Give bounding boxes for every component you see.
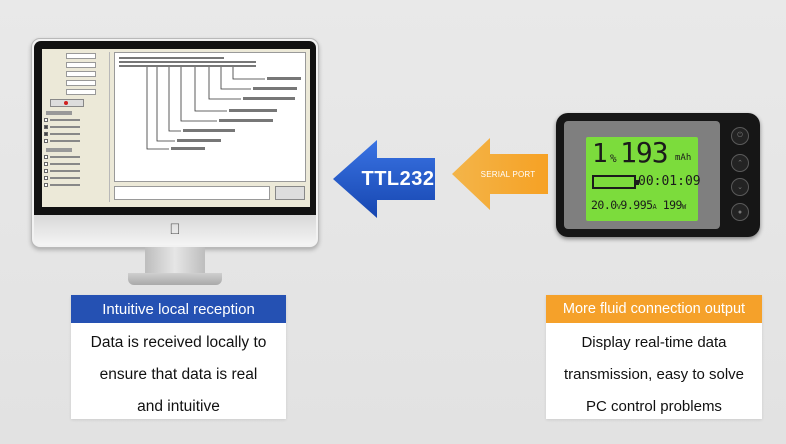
- software-settings-panel: [44, 52, 110, 202]
- power-icon[interactable]: ⏻: [731, 127, 749, 145]
- protocol-annotation-lines: [146, 67, 301, 150]
- percent-unit: %: [610, 152, 617, 165]
- settings-checkbox: [44, 124, 109, 130]
- local-reception-line: ensure that data is real: [99, 366, 258, 383]
- current-value: 9.995: [620, 198, 653, 212]
- battery-monitor-device: 1 % 193 mAh 00:01:09 20.0V9.995A 199W ⏻ …: [556, 113, 760, 237]
- voltage-value: 20.0: [591, 198, 617, 212]
- monitor-illustration: : [31, 38, 319, 248]
- settings-checkbox: [44, 138, 109, 144]
- electrical-readings: 20.0V9.995A 199W: [591, 198, 686, 212]
- connection-output-line: transmission, easy to solve: [563, 366, 745, 383]
- hex-data-line: [119, 61, 256, 63]
- local-reception-line: and intuitive: [137, 398, 220, 415]
- settings-checkbox: [44, 161, 109, 167]
- current-unit: A: [652, 203, 657, 211]
- settings-row: [44, 79, 109, 86]
- local-reception-card: Intuitive local reception Data is receiv…: [71, 295, 286, 419]
- capacity-value: 193: [620, 136, 669, 169]
- software-send-input: [114, 186, 270, 200]
- settings-checkbox: [44, 117, 109, 123]
- settings-checkbox: [44, 131, 109, 137]
- voltage-unit: V: [616, 203, 621, 211]
- local-reception-line: Data is received locally to: [90, 334, 267, 351]
- percent-value: 1: [592, 139, 608, 169]
- serial-port-arrow: SERIAL PORT: [452, 138, 548, 210]
- settings-checkbox: [44, 175, 109, 181]
- connection-output-title: More fluid connection output: [546, 295, 762, 323]
- monitor-stand: [145, 247, 205, 275]
- ttl232-label: TTL232: [361, 167, 435, 190]
- settings-row: [44, 88, 109, 95]
- stop-icon: [64, 101, 68, 105]
- connection-output-line: Display real-time data: [581, 334, 727, 351]
- connection-output-card: More fluid connection output Display rea…: [546, 295, 762, 419]
- local-reception-body: Data is received locally to ensure that …: [71, 323, 286, 423]
- power-value: 199: [662, 198, 683, 212]
- hex-data-line: [119, 65, 256, 67]
- monitor-chin: : [34, 215, 316, 245]
- settings-checkbox: [44, 154, 109, 160]
- up-icon[interactable]: ⌃: [731, 154, 749, 172]
- monitor-stand-base: [128, 273, 222, 285]
- settings-row: [44, 70, 109, 77]
- settings-group-title: [46, 148, 72, 152]
- software-data-panel: [114, 52, 306, 182]
- power-unit: W: [681, 203, 686, 211]
- ttl232-arrow: TTL232: [333, 140, 435, 218]
- connection-output-line: PC control problems: [586, 398, 722, 415]
- battery-level-icon: [592, 175, 639, 189]
- settings-row: [44, 52, 109, 59]
- elapsed-time: 00:01:09: [638, 174, 701, 189]
- down-icon[interactable]: ⌄: [731, 178, 749, 196]
- display-frame: 1 % 193 mAh 00:01:09 20.0V9.995A 199W: [564, 121, 720, 229]
- apple-logo-icon: : [168, 222, 182, 238]
- software-send-button: [275, 186, 305, 200]
- connection-output-body: Display real-time data transmission, eas…: [546, 323, 762, 423]
- settings-checkbox: [44, 168, 109, 174]
- settings-row: [44, 61, 109, 68]
- settings-checkbox: [44, 182, 109, 188]
- monitor-bezel: [34, 41, 316, 215]
- serial-port-label: SERIAL PORT: [480, 169, 536, 179]
- ok-icon[interactable]: ●: [731, 203, 749, 221]
- local-reception-title: Intuitive local reception: [71, 295, 286, 323]
- left-arrow-icon: [452, 138, 548, 210]
- settings-group-title: [46, 111, 72, 115]
- lcd-display: 1 % 193 mAh 00:01:09 20.0V9.995A 199W: [586, 136, 701, 221]
- capacity-unit: mAh: [675, 153, 692, 163]
- hex-data-line: [119, 57, 224, 59]
- left-arrow-icon: [333, 140, 435, 218]
- software-stop-button: [50, 99, 84, 107]
- software-window-screenshot: [42, 49, 310, 207]
